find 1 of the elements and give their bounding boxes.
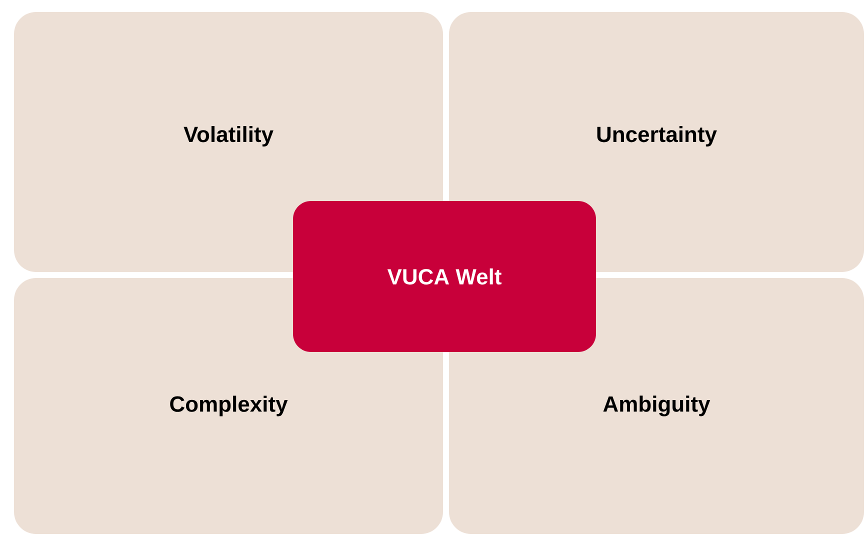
center-box: VUCA Welt — [293, 201, 596, 352]
